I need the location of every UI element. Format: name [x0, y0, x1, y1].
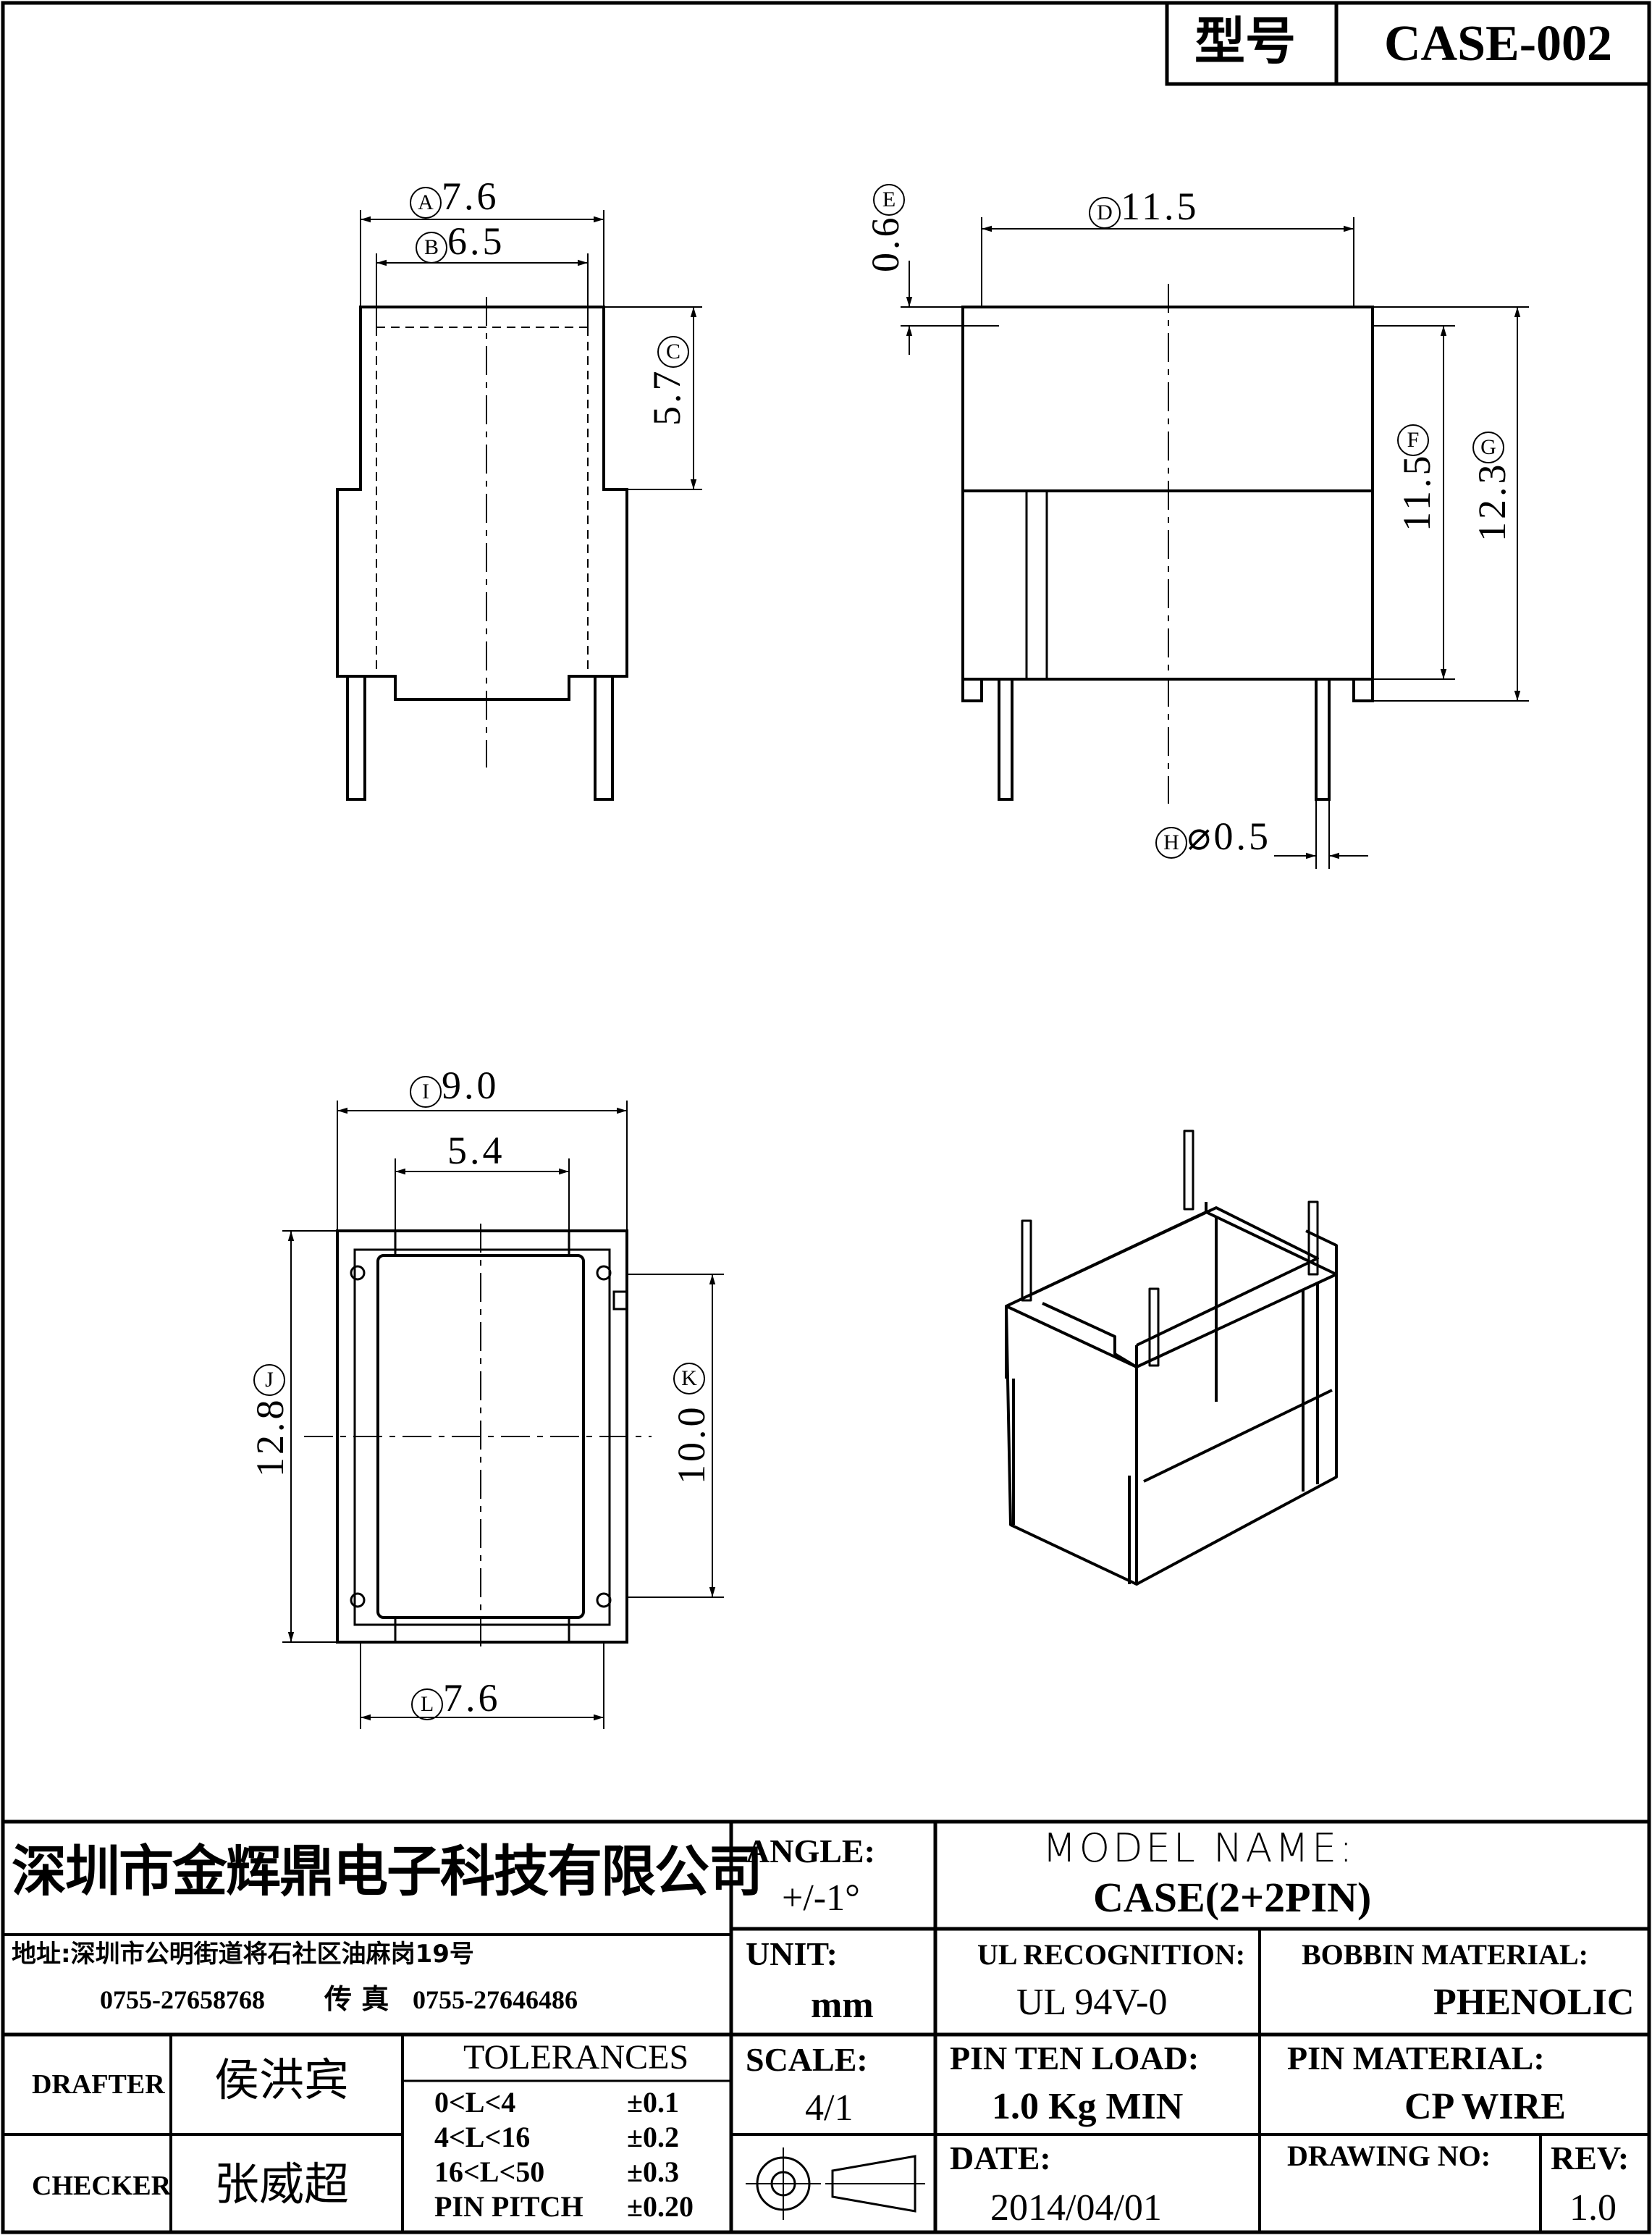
model-name-label: MODEL NAME:: [1042, 1825, 1356, 1871]
model-label: 型号: [1194, 14, 1296, 70]
angle-value: +/-1°: [782, 1877, 860, 1919]
dim-k-letter: K: [673, 1363, 705, 1394]
dim-i-letter: I: [410, 1076, 442, 1108]
dim-k-letter-wrap: K: [673, 1353, 705, 1394]
front-view: [336, 210, 702, 801]
dim-j-letter: J: [253, 1364, 285, 1396]
dim-l-letter: L: [411, 1688, 443, 1720]
dim-f-label: 11.5: [1395, 453, 1438, 532]
drafter-name: 侯洪宾: [214, 2053, 350, 2106]
pin-material-value: CP WIRE: [1404, 2086, 1566, 2127]
tolerances-label: TOLERANCES: [463, 2038, 689, 2077]
tolerance-range-2: 16<L<50: [434, 2155, 545, 2188]
tolerance-value-3: ±0.20: [627, 2190, 694, 2223]
ul-value: UL 94V-0: [1016, 1982, 1168, 2023]
model-header-box: [1165, 1, 1651, 86]
dim-g-label: 12.3: [1470, 461, 1514, 542]
date-value: 2014/04/01: [990, 2187, 1162, 2229]
company-fax: 0755-27646486: [413, 1985, 578, 2014]
dim-f-letter: F: [1397, 424, 1429, 456]
dim-slot-label: 5.4: [447, 1129, 505, 1172]
dim-d-letter: D: [1089, 197, 1121, 229]
dim-f-value: 11.5: [1395, 453, 1438, 532]
bobbin-value: PHENOLIC: [1433, 1982, 1635, 2023]
tolerance-value-1: ±0.2: [627, 2121, 679, 2153]
dim-i-value: 9.0: [442, 1064, 500, 1107]
dim-c-letter-wrap: C: [657, 326, 689, 368]
dim-g-letter: G: [1472, 432, 1504, 463]
company-address: 地址:深圳市公明街道将石社区油麻岗19号: [12, 1940, 474, 1969]
drafter-label: DRAFTER: [32, 2069, 165, 2100]
dim-g-value: 12.3: [1470, 461, 1514, 542]
ul-label: UL RECOGNITION:: [977, 1938, 1246, 1971]
pin-material-label: PIN MATERIAL:: [1287, 2040, 1545, 2077]
angle-label: ANGLE:: [746, 1833, 875, 1869]
dim-b-letter: B: [416, 232, 447, 264]
model-name-value: CASE(2+2PIN): [1093, 1874, 1372, 1921]
dim-d-value: 11.5: [1121, 185, 1200, 228]
unit-value: mm: [811, 1985, 874, 2026]
scale-value: 4/1: [805, 2087, 854, 2129]
side-view: [901, 217, 1529, 869]
tolerance-range-0: 0<L<4: [434, 2086, 516, 2119]
pin-load-label: PIN TEN LOAD:: [950, 2040, 1200, 2077]
dim-j-label: 12.8: [248, 1397, 292, 1478]
checker-label: CHECKER: [32, 2171, 172, 2201]
dim-c-label: 5.7: [645, 368, 688, 426]
bobbin-label: BOBBIN MATERIAL:: [1302, 1938, 1588, 1971]
dim-a-letter: A: [410, 187, 442, 219]
dim-j-value: 12.8: [248, 1397, 292, 1478]
isometric-view: [1005, 1129, 1338, 1586]
dim-e-value: 0.6: [864, 214, 907, 273]
unit-label: UNIT:: [746, 1935, 838, 1972]
title-block-grid: [3, 1820, 1649, 2232]
dim-a-value: 7.6: [442, 174, 500, 218]
dim-h-letter: H: [1155, 827, 1187, 859]
dim-l-value: 7.6: [443, 1676, 501, 1720]
dim-f-letter-wrap: F: [1397, 414, 1429, 456]
pin-load-value: 1.0 Kg MIN: [992, 2086, 1184, 2127]
tolerance-range-1: 4<L<16: [434, 2121, 531, 2153]
rev-label: REV:: [1551, 2140, 1630, 2176]
dim-h-value: ⌀0.5: [1187, 815, 1272, 858]
dim-j-letter-wrap: J: [253, 1354, 285, 1396]
tolerance-value-2: ±0.3: [627, 2155, 679, 2188]
date-label: DATE:: [950, 2140, 1051, 2176]
rev-value: 1.0: [1569, 2187, 1617, 2229]
company-phone: 0755-27658768: [100, 1985, 265, 2014]
dim-g-letter-wrap: G: [1472, 421, 1504, 463]
fax-label: 传 真: [324, 1983, 389, 2015]
model-number: CASE-002: [1384, 16, 1613, 72]
dim-e-label: 0.6: [864, 214, 907, 273]
tolerance-range-3: PIN PITCH: [434, 2190, 583, 2223]
tolerance-value-0: ±0.1: [627, 2086, 679, 2119]
bottom-view: [282, 1101, 724, 1729]
dim-e-letter-wrap: E: [873, 174, 905, 216]
company-name: 深圳市金辉鼎电子科技有限公司: [12, 1842, 763, 1903]
checker-name: 张威超: [214, 2158, 350, 2210]
dim-c-value: 5.7: [645, 368, 688, 426]
dim-b-value: 6.5: [447, 219, 505, 263]
dim-h-label: H⌀0.5: [1155, 817, 1271, 859]
dim-c-letter: C: [657, 336, 689, 368]
drawing-no-label: DRAWING NO:: [1287, 2140, 1491, 2172]
dim-k-value: 10.0: [670, 1404, 713, 1485]
scale-label: SCALE:: [746, 2041, 868, 2078]
dim-e-letter: E: [873, 184, 905, 216]
dim-k-label: 10.0: [670, 1404, 713, 1485]
